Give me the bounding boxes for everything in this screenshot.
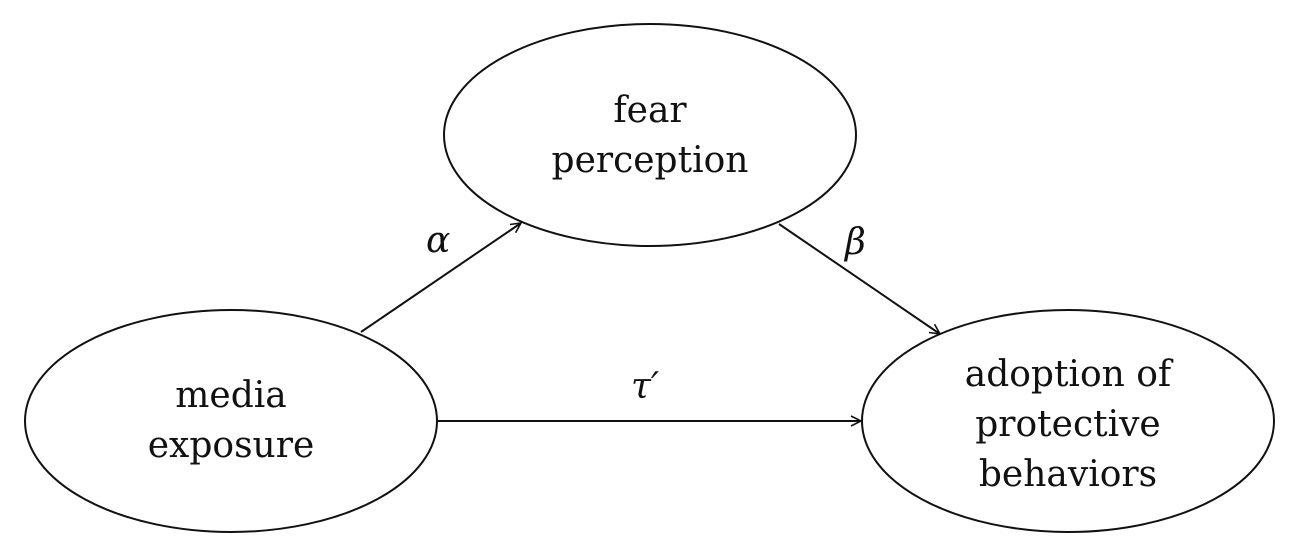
- fear-perception-line-2: perception: [551, 140, 749, 181]
- node-media-exposure: [24, 309, 438, 533]
- edge-beta-label: β: [845, 222, 866, 263]
- edge-alpha-arrow: [360, 223, 521, 333]
- edge-tau-label: τ′: [631, 366, 660, 407]
- edge-alpha-label: α: [426, 220, 451, 261]
- fear-perception-line-1: fear: [613, 90, 687, 131]
- media-exposure-label: media exposure: [81, 371, 381, 471]
- node-adoption-protective-behaviors: [861, 309, 1275, 533]
- fear-perception-label: fear perception: [500, 86, 800, 186]
- adoption-line-2: protective: [975, 404, 1161, 445]
- media-exposure-line-1: media: [175, 375, 287, 416]
- adoption-line-3: behaviors: [978, 454, 1158, 495]
- node-fear-perception: [443, 23, 857, 247]
- adoption-behaviors-label: adoption of protective behaviors: [918, 350, 1218, 500]
- media-exposure-line-2: exposure: [147, 425, 315, 466]
- adoption-line-1: adoption of: [964, 354, 1172, 395]
- edge-beta-arrow: [778, 223, 940, 334]
